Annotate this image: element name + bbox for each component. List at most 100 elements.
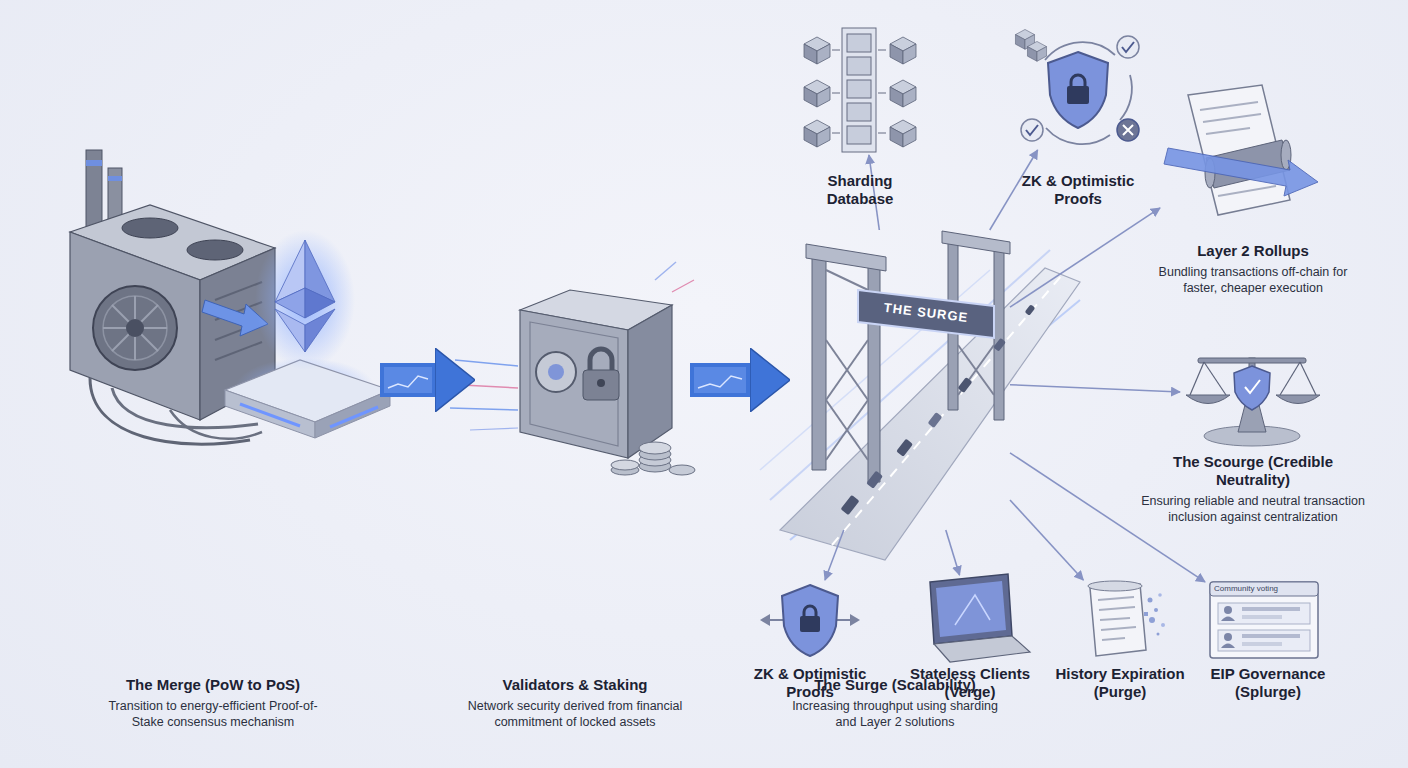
proof-icon [1117, 119, 1139, 141]
mining-rig-illustration [225, 390, 315, 438]
node-description: Bundling transactions off-chain for fast… [1156, 264, 1351, 296]
mining-rig-illustration [112, 305, 158, 351]
sharding-icon [847, 57, 871, 75]
mining-rig-illustration [103, 296, 167, 360]
node-heading: EIP Governance (Splurge) [1198, 665, 1338, 701]
vault-illustration [450, 408, 518, 410]
rollup-scroll-icon [1164, 85, 1318, 215]
bridge-illustration [826, 400, 868, 460]
rollup-scroll-icon [1164, 148, 1318, 196]
topic-node: History Expiration (Purge) [1080, 580, 1160, 660]
proof-shield-icon [850, 614, 860, 626]
branch-arrow [1010, 385, 1180, 392]
governance-window-icon [1224, 606, 1232, 614]
arrow-chart-glyph [388, 376, 428, 388]
bridge-illustration [812, 250, 826, 470]
connector-line [825, 530, 844, 580]
branch-arrow [825, 530, 844, 580]
history-scroll-icon [1158, 593, 1162, 597]
proof-icon [1067, 86, 1089, 104]
flow-arrow [380, 380, 435, 381]
rollup-scroll-icon [1200, 102, 1258, 110]
mining-rig-illustration [70, 150, 390, 444]
mining-rig-illustration [86, 160, 102, 166]
proof-icon [1123, 125, 1133, 135]
governance-window-icon [1224, 633, 1232, 641]
topic-node: Stateless Clients (Verge) [915, 575, 1030, 660]
bridge-illustration [866, 471, 883, 489]
text-block: ZK & Optimistic Proofs [735, 665, 885, 701]
laptop-icon [930, 574, 1012, 644]
history-scroll-icon [1101, 627, 1136, 630]
text-block: The Merge (PoW to PoS)Transition to ener… [53, 676, 373, 730]
mining-rig-illustration [305, 309, 335, 352]
history-scroll-icon [1088, 581, 1142, 591]
history-scroll-icon [1098, 597, 1134, 600]
governance-window-icon [1242, 634, 1300, 638]
block-arrow-body [380, 363, 435, 397]
topic-node: ZK & Optimistic Proofs [1010, 25, 1140, 150]
history-scroll-icon [1161, 623, 1165, 627]
arrow-chart-glyph [698, 376, 742, 388]
history-scroll-icon [1090, 584, 1146, 656]
node-heading: Validators & Staking [435, 676, 715, 694]
sharding-icon [804, 28, 916, 152]
rollup-scroll-icon [1203, 114, 1261, 122]
bridge-illustration [1025, 304, 1036, 316]
text-block: The Scourge (Credible Neutrality)Ensurin… [1113, 453, 1393, 525]
topic-node: ZK & Optimistic Proofs [760, 580, 860, 660]
mining-rig-illustration [112, 305, 158, 351]
governance-window-icon [1218, 603, 1310, 624]
bridge-illustration [993, 338, 1006, 352]
mining-rig-illustration [330, 407, 378, 427]
proof-icon [1027, 41, 1046, 61]
scales-icon [1186, 395, 1230, 404]
rollup-scroll-icon [1188, 85, 1290, 215]
bridge-illustration [958, 377, 973, 393]
vault-illustration [455, 360, 518, 366]
node-heading: Layer 2 Rollups [1143, 242, 1363, 260]
mining-rig-illustration [93, 286, 177, 370]
sharding-icon [832, 50, 886, 133]
history-scroll-icon [1154, 608, 1158, 612]
branch-arrow [990, 150, 1038, 230]
sharding-icon [804, 120, 830, 147]
vault-illustration [590, 349, 612, 372]
vault-illustration [597, 379, 605, 387]
vault-illustration [450, 262, 695, 475]
proof-icon [1021, 119, 1043, 141]
text-block: ZK & Optimistic Proofs [998, 172, 1158, 208]
bridge-illustration [994, 246, 1004, 420]
scales-icon [1204, 362, 1226, 395]
bridge-illustration [826, 340, 868, 400]
phase-node: The Surge (Scalability)Increasing throug… [790, 230, 1010, 530]
governance-window-icon [1210, 582, 1318, 658]
text-block: Stateless Clients (Verge) [895, 665, 1045, 701]
history-scroll-icon [1102, 638, 1125, 640]
window-label: Community voting [1214, 584, 1314, 593]
governance-window-icon [1210, 582, 1318, 658]
laptop-icon [936, 581, 1006, 637]
sharding-icon [890, 120, 916, 147]
mining-rig-illustration [315, 390, 390, 438]
node-description: Transition to energy-efficient Proof-of-… [101, 698, 326, 730]
vault-illustration [583, 370, 619, 400]
bridge-illustration [832, 275, 1062, 545]
bridge-illustration [993, 338, 1006, 352]
vault-illustration [548, 364, 564, 380]
history-scroll-icon [1099, 607, 1135, 610]
rollup-scroll-icon [1218, 186, 1276, 196]
proof-shield-icon [782, 585, 838, 656]
topic-node: Sharding Database [800, 25, 920, 155]
bridge-illustration [841, 495, 860, 515]
bridge-illustration [760, 231, 1080, 560]
vault-illustration [462, 385, 518, 388]
vault-illustration [470, 428, 518, 430]
branch-arrow [1010, 208, 1160, 307]
bridge-illustration [841, 495, 860, 515]
proof-icon [1122, 42, 1134, 52]
mining-rig-illustration [108, 176, 122, 181]
node-heading: History Expiration (Purge) [1045, 665, 1195, 701]
